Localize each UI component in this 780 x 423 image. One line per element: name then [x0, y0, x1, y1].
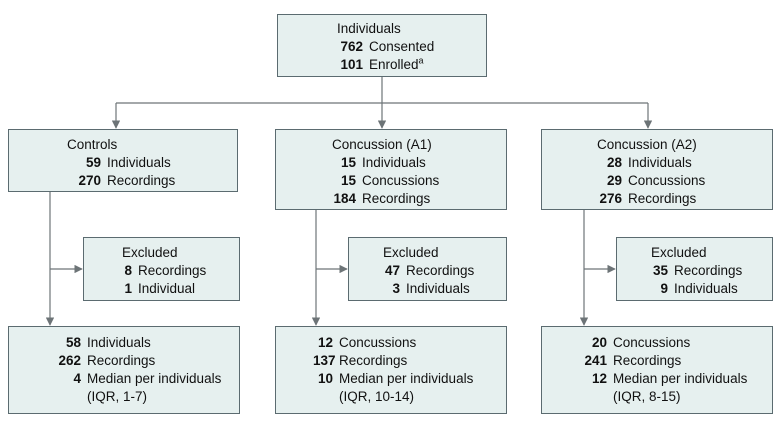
- a2-final-box: 20 Concussions 241 Recordings 12 Median …: [541, 326, 773, 414]
- controls-excluded-box: Excluded 8 Recordings 1 Individual: [83, 237, 240, 301]
- a1-excluded-title: Excluded: [383, 245, 439, 260]
- a2-excluded-title: Excluded: [651, 245, 707, 260]
- a1-row: 15 Concussions: [340, 173, 440, 188]
- a2-row: 28 Individuals: [606, 155, 692, 170]
- a2-title: Concussion (A2): [597, 137, 697, 152]
- a2-row: 276 Recordings: [599, 191, 697, 206]
- consented-label: Consented: [369, 39, 435, 54]
- final-row: 12 Median per individuals: [591, 371, 748, 386]
- controls-title: Controls: [67, 137, 118, 152]
- footnote-marker: a: [418, 55, 424, 66]
- enrollment-title: Individuals: [337, 21, 401, 36]
- a2-box: Concussion (A2) 28 Individuals 29 Concus…: [541, 129, 773, 210]
- final-row: 241 Recordings: [584, 353, 682, 368]
- enrolled-row: 101 Enrolleda: [337, 56, 486, 74]
- a2-excluded-box: Excluded 35 Recordings 9 Individuals: [616, 237, 773, 301]
- excluded-row: 35 Recordings: [652, 263, 743, 278]
- a1-final-box: 12 Concussions 137 Recordings 10 Median …: [275, 326, 507, 414]
- final-row: 137 Recordings: [313, 353, 408, 368]
- excluded-row: 9 Individuals: [660, 281, 738, 296]
- final-row: 10 Median per individuals: [317, 371, 474, 386]
- a1-box: Concussion (A1) 15 Individuals 15 Concus…: [275, 129, 507, 210]
- final-row: 58 Individuals: [65, 335, 151, 350]
- controls-row: 59 Individuals: [85, 155, 171, 170]
- a1-excluded-box: Excluded 47 Recordings 3 Individuals: [348, 237, 507, 301]
- controls-row: 270 Recordings: [78, 173, 176, 188]
- controls-box: Controls 59 Individuals 270 Recordings: [8, 129, 238, 192]
- excluded-row: 8 Recordings: [124, 263, 207, 278]
- controls-final-box: 58 Individuals 262 Recordings 4 Median p…: [8, 326, 240, 414]
- a1-row: 15 Individuals: [340, 155, 426, 170]
- consented-count: 762: [340, 39, 363, 54]
- final-row: 20 Concussions: [591, 335, 691, 350]
- enrolled-count: 101: [340, 57, 363, 72]
- enrollment-box: Individuals 762 Consented 101 Enrolleda: [277, 14, 487, 77]
- a2-iqr-note: (IQR, 8-15): [613, 389, 681, 404]
- excluded-row: 1 Individual: [124, 281, 196, 296]
- a1-iqr-note: (IQR, 10-14): [339, 389, 415, 404]
- final-row: 12 Concussions: [317, 335, 417, 350]
- a2-row: 29 Concussions: [606, 173, 706, 188]
- final-row: 262 Recordings: [58, 353, 156, 368]
- controls-iqr-note: (IQR, 1-7): [87, 389, 148, 404]
- enrolled-label: Enrolleda: [369, 55, 424, 72]
- consented-row: 762 Consented: [337, 38, 486, 56]
- controls-excluded-title: Excluded: [122, 245, 178, 260]
- a1-title: Concussion (A1): [332, 137, 432, 152]
- excluded-row: 47 Recordings: [384, 263, 475, 278]
- excluded-row: 3 Individuals: [392, 281, 470, 296]
- a1-row: 184 Recordings: [333, 191, 431, 206]
- final-row: 4 Median per individuals: [73, 371, 222, 386]
